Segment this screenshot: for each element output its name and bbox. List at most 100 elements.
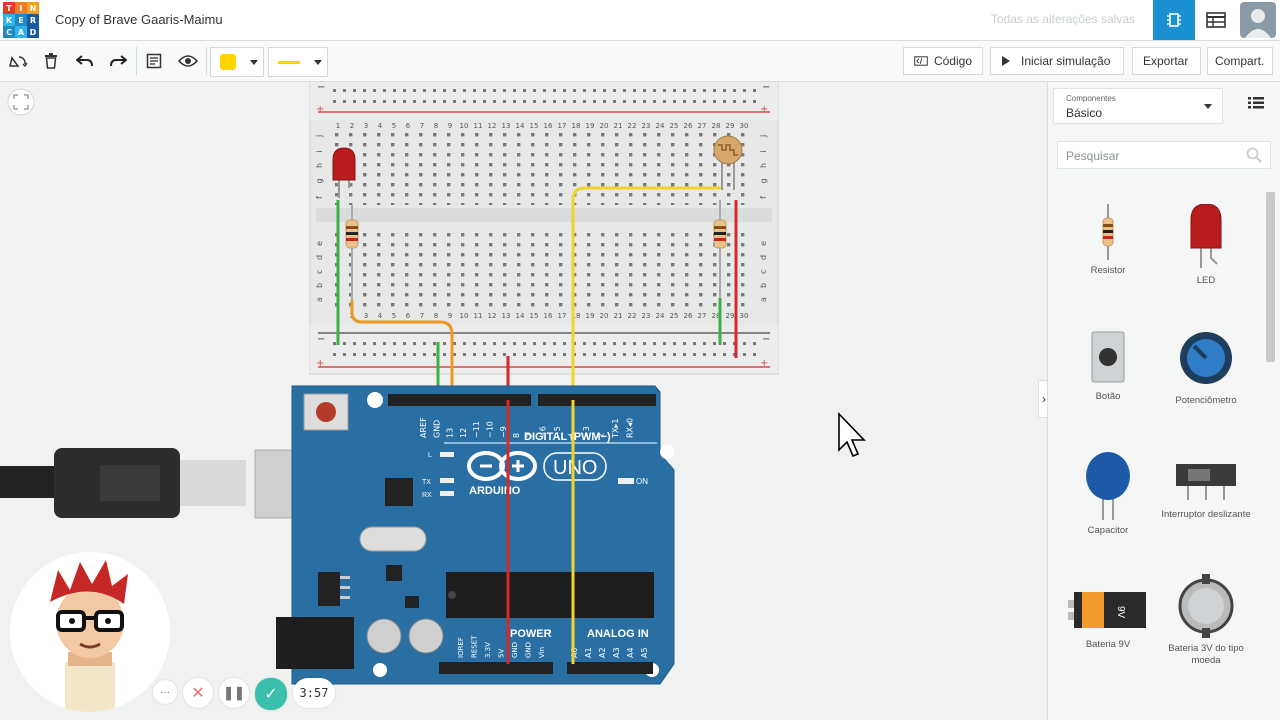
list-icon bbox=[1248, 97, 1264, 109]
svg-text:−: − bbox=[317, 334, 325, 345]
svg-text:−: − bbox=[762, 82, 770, 93]
column-number: 20 bbox=[600, 122, 609, 130]
fit-view-button[interactable] bbox=[7, 88, 35, 116]
resistor-component[interactable] bbox=[345, 205, 359, 300]
toolbar-divider bbox=[136, 47, 137, 75]
column-number: 28 bbox=[712, 122, 721, 130]
panel-collapse-button[interactable]: › bbox=[1038, 380, 1049, 418]
search-input[interactable] bbox=[1064, 143, 1238, 169]
column-number: 28 bbox=[712, 312, 721, 320]
export-button[interactable]: Exportar bbox=[1132, 47, 1201, 75]
power-pin-label: 3.3V bbox=[484, 642, 492, 658]
panel-scrollbar[interactable] bbox=[1266, 192, 1275, 362]
list-view-button[interactable] bbox=[1248, 96, 1270, 116]
component-label: Interruptor deslizante bbox=[1161, 509, 1251, 520]
power-pin-label: IOREF bbox=[457, 637, 465, 658]
column-number: 18 bbox=[572, 312, 581, 320]
model-text: UNO bbox=[553, 457, 597, 479]
analog-pin-label: A4 bbox=[626, 647, 635, 658]
toolbar-divider bbox=[206, 47, 207, 75]
component-potentiometer[interactable]: Potenciômetro bbox=[1156, 330, 1256, 407]
logo-letter: T bbox=[3, 2, 15, 14]
column-number: 19 bbox=[586, 312, 595, 320]
column-number: 14 bbox=[516, 312, 525, 320]
recorder-cancel-button[interactable]: ✕ bbox=[183, 678, 213, 708]
power-pin-label: Vin bbox=[538, 647, 546, 658]
schematic-view-button[interactable] bbox=[1196, 0, 1236, 40]
recorder-done-button[interactable]: ✓ bbox=[255, 678, 287, 710]
wire-type-picker[interactable] bbox=[268, 47, 328, 77]
project-title[interactable]: Copy of Brave Gaaris-Maimu bbox=[55, 12, 223, 27]
undo-button[interactable] bbox=[71, 47, 99, 75]
start-simulation-button[interactable]: Iniciar simulação bbox=[990, 47, 1124, 75]
wire-color-picker[interactable] bbox=[210, 47, 264, 77]
analog-pin-label: A1 bbox=[584, 647, 593, 658]
recorder-more-button[interactable]: ··· bbox=[153, 680, 177, 704]
code-icon bbox=[914, 56, 928, 66]
digital-pin-label: 2 bbox=[597, 433, 606, 438]
power-pin-label: RESET bbox=[471, 635, 479, 658]
digital-pin-label: ~11 bbox=[472, 421, 481, 438]
slide-switch-icon bbox=[1176, 464, 1236, 500]
share-button[interactable]: Compart. bbox=[1207, 47, 1273, 75]
redo-button[interactable] bbox=[104, 47, 132, 75]
chip-icon bbox=[1167, 13, 1181, 27]
components-dropdown[interactable]: Componentes Básico bbox=[1053, 88, 1223, 124]
led-component[interactable] bbox=[332, 147, 356, 198]
row-letter: b bbox=[315, 283, 324, 288]
rotate-button[interactable] bbox=[4, 47, 32, 75]
delete-button[interactable] bbox=[37, 47, 65, 75]
component-pushbutton[interactable]: Botão bbox=[1058, 330, 1158, 403]
photoresistor-component[interactable] bbox=[713, 135, 743, 190]
component-slide-switch[interactable]: Interruptor deslizante bbox=[1156, 460, 1256, 521]
visibility-button[interactable] bbox=[174, 47, 202, 75]
rotate-icon bbox=[9, 56, 28, 68]
column-number: 3 bbox=[364, 312, 368, 320]
fit-view-icon bbox=[13, 94, 29, 110]
component-led[interactable]: LED bbox=[1156, 203, 1256, 287]
column-number: 2 bbox=[350, 122, 354, 130]
component-battery-9v[interactable]: 9V Bateria 9V bbox=[1058, 588, 1158, 651]
arduino-logo-icon bbox=[467, 451, 537, 481]
svg-text:−: − bbox=[317, 82, 325, 93]
digital-pin-label: 12 bbox=[459, 428, 468, 438]
start-simulation-label: Iniciar simulação bbox=[1021, 54, 1111, 68]
column-number: 27 bbox=[698, 312, 707, 320]
microcontroller-chip bbox=[446, 572, 654, 618]
notes-button[interactable] bbox=[140, 47, 168, 75]
svg-text:+: + bbox=[760, 104, 768, 115]
resistor-component[interactable] bbox=[713, 200, 727, 298]
component-capacitor[interactable]: Capacitor bbox=[1058, 450, 1158, 537]
battery-9v-icon: 9V bbox=[1068, 592, 1146, 628]
digital-pin-label: 7 bbox=[525, 433, 534, 438]
component-resistor[interactable]: Resistor bbox=[1058, 204, 1158, 277]
component-coin-battery[interactable]: Bateria 3V do tipo moeda bbox=[1156, 572, 1256, 667]
more-icon: ··· bbox=[160, 686, 170, 698]
column-number: 7 bbox=[420, 122, 424, 130]
column-number: 3 bbox=[364, 122, 368, 130]
power-pin-label: GND bbox=[525, 642, 533, 658]
digital-pin-label: ~5 bbox=[553, 426, 562, 438]
column-number: 7 bbox=[420, 312, 424, 320]
svg-text:−: − bbox=[762, 334, 770, 345]
row-letter: c bbox=[315, 270, 324, 274]
digital-pin-label: 8 bbox=[512, 433, 521, 438]
component-search[interactable] bbox=[1057, 141, 1271, 169]
recorder-timer: 3:57 bbox=[293, 678, 335, 708]
column-number: 4 bbox=[378, 122, 383, 130]
code-button[interactable]: Código bbox=[903, 47, 983, 75]
column-number: 23 bbox=[642, 122, 651, 130]
potentiometer-icon bbox=[1180, 332, 1232, 384]
column-number: 11 bbox=[474, 312, 483, 320]
circuit-view-button[interactable] bbox=[1153, 0, 1195, 40]
column-number: 14 bbox=[516, 122, 525, 130]
recorder-pause-button[interactable]: ❚❚ bbox=[219, 678, 249, 708]
column-number: 17 bbox=[558, 122, 567, 130]
user-avatar[interactable] bbox=[1240, 2, 1276, 38]
column-number: 10 bbox=[460, 312, 469, 320]
column-number: 11 bbox=[474, 122, 483, 130]
